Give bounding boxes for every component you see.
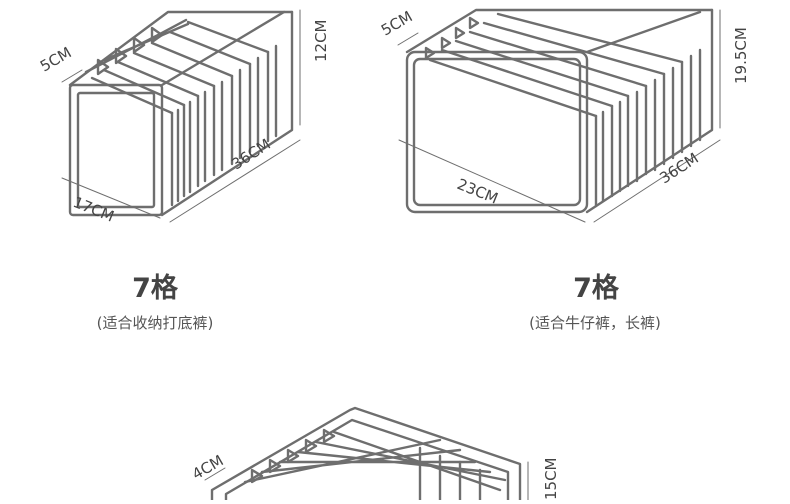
box-2-height-label: 19.5CM (732, 27, 750, 84)
box-1-subtitle: (适合收纳打底裤) (96, 314, 214, 332)
box-2-title: 7格 (573, 273, 619, 304)
box-2-depth-label: 23CM (455, 175, 501, 208)
box-1-height-label: 12CM (312, 19, 330, 62)
box-1-title: 7格 (132, 273, 178, 304)
organizer-box-2-drawing (397, 8, 721, 223)
box-3-height-label: 15CM (542, 457, 560, 500)
box-2-subtitle: (适合牛仔裤，长裤) (529, 314, 661, 332)
box-2-width-label: 5CM (378, 7, 416, 39)
organizer-box-1-drawing (61, 9, 301, 223)
organizer-box-3-drawing (204, 406, 529, 502)
box-1-width-label: 5CM (37, 43, 75, 75)
